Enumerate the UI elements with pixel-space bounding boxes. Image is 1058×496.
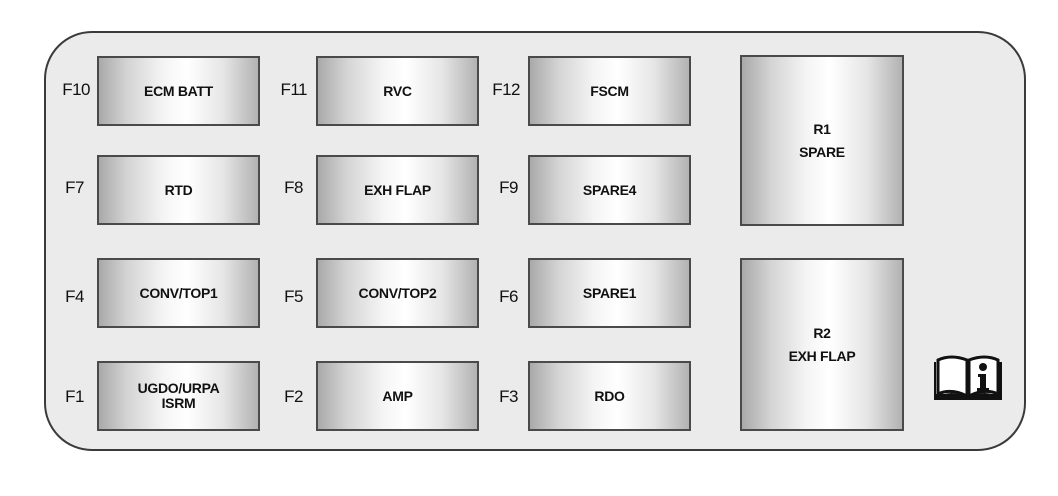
fuse-id-label: F12 (492, 80, 520, 99)
fuse-f6: SPARE1 (528, 258, 691, 328)
fuse-id-label: F7 (65, 178, 84, 197)
fuse-label-line2: ISRM (161, 395, 196, 411)
fuse-f10: ECM BATT (97, 56, 260, 126)
fuse-id-label: F1 (65, 387, 84, 406)
fuse-f9: SPARE4 (528, 155, 691, 225)
fuse-id-label: F8 (284, 178, 303, 197)
relay-id: R1 (813, 120, 831, 137)
fuse-f8: EXH FLAP (316, 155, 479, 225)
fuse-id-label: F9 (499, 178, 518, 197)
fuse-f7: RTD (97, 155, 260, 225)
fuse-id-label: F4 (65, 287, 84, 306)
fuse-f11: RVC (316, 56, 479, 126)
owner-manual-info-icon (934, 355, 1002, 400)
fuse-f5: CONV/TOP2 (316, 258, 479, 328)
fuse-id-label: F6 (499, 287, 518, 306)
relay-r2: R2 EXH FLAP (740, 258, 904, 431)
fuse-f3: RDO (528, 361, 691, 431)
fuse-f12: FSCM (528, 56, 691, 126)
fuse-id-label: F2 (284, 387, 303, 406)
fuse-id-label: F5 (284, 287, 303, 306)
fuse-id-label: F10 (62, 80, 90, 99)
relay-label: EXH FLAP (788, 347, 856, 364)
relay-label: SPARE (799, 143, 845, 160)
fuse-id-label: F11 (280, 80, 307, 99)
relay-id: R2 (813, 324, 831, 341)
fuse-label-line1: UGDO/URPA (137, 380, 220, 396)
fuse-f2: AMP (316, 361, 479, 431)
fuse-f1: UGDO/URPA ISRM (97, 361, 260, 431)
fuse-f4: CONV/TOP1 (97, 258, 260, 328)
fuse-id-label: F3 (499, 387, 518, 406)
relay-r1: R1 SPARE (740, 55, 904, 226)
